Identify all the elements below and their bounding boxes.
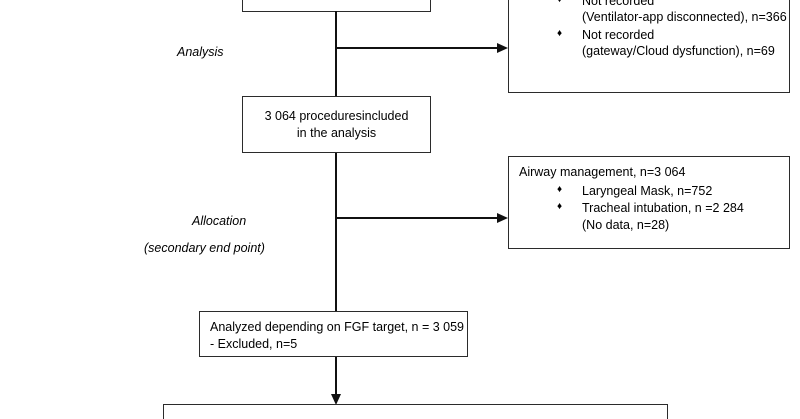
list-item-subline: (Ventilator-app disconnected), n=366 [582,10,787,24]
connector-trunk-bottom [335,357,337,395]
fgf-target-line-1: Analyzed depending on FGF target, n = 3 … [210,320,464,334]
connector-analysis-branch [336,47,499,49]
airway-management-heading: Airway management, n=3 064 [519,165,686,179]
airway-management-box: Airway management, n=3 064 ♦ Laryngeal M… [508,156,790,249]
list-item-line: Laryngeal Mask, n=752 [582,183,713,198]
stage-label-allocation: Allocation [192,214,247,228]
list-item-subline: (No data, n=28) [582,217,670,232]
list-item-subline: (gateway/Cloud dysfunction), n=69 [582,44,775,58]
stage-label-analysis: Analysis [177,45,224,59]
procedures-included-line-2: in the analysis [296,125,377,140]
stage-label-allocation-subtitle: (secondary end point) [144,241,265,255]
list-item-line: Tracheal intubation, n =2 284 [582,201,744,215]
excluded-bullet-list: ♦ Not recorded (Ventilator-app disconnec… [519,0,789,60]
list-item: ♦ Laryngeal Mask, n=752 [519,183,789,200]
procedures-included-line-1: 3 064 proceduresincluded [264,109,409,123]
fgf-target-analysis-box: Analyzed depending on FGF target, n = 3 … [199,311,468,357]
diamond-bullet-icon: ♦ [557,27,563,39]
diamond-bullet-icon: ♦ [557,201,563,212]
airway-bullet-list: ♦ Laryngeal Mask, n=752 ♦ Tracheal intub… [519,183,789,234]
connector-trunk-top [335,11,337,96]
diamond-bullet-icon: ♦ [557,0,562,6]
arrowhead-allocation-branch [497,212,508,223]
arrowhead-trunk-bottom [330,394,341,405]
diamond-bullet-icon: ♦ [557,183,563,195]
list-item-line: Not recorded [582,27,655,42]
bottom-partial-box [163,404,668,419]
fgf-target-line-2: - Excluded, n=5 [210,336,298,351]
list-item: ♦ Not recorded (Ventilator-app disconnec… [519,0,789,26]
list-item: ♦ Tracheal intubation, n =2 284 (No data… [519,200,789,233]
arrowhead-analysis-branch [497,42,508,53]
procedures-included-box: 3 064 proceduresincluded in the analysis [242,96,431,153]
list-item-line: Not recorded [582,0,655,8]
list-item: ♦ Not recorded (gateway/Cloud dysfunctio… [519,27,789,60]
excluded-box: Excluded (n=435) ♦ Not recorded (Ventila… [508,0,790,93]
connector-trunk-middle [335,153,337,311]
connector-allocation-branch [336,217,499,219]
